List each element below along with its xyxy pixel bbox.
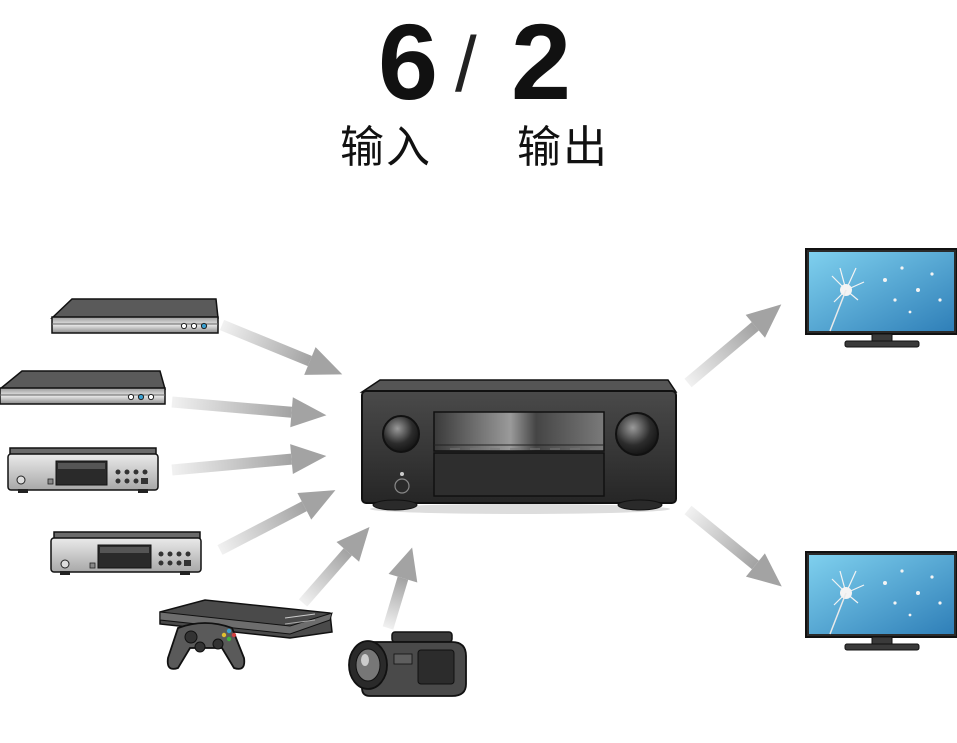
arrow-tv-bottom <box>684 505 782 587</box>
input-arrows <box>171 319 418 630</box>
tv-icon <box>805 248 957 348</box>
outputs-count: 2 <box>511 1 572 122</box>
arrow-cd <box>171 444 327 476</box>
av-receiver-icon <box>359 379 678 514</box>
game-console-icon <box>159 599 333 670</box>
arrow-camcorder <box>382 547 418 630</box>
inputs-count: 6 <box>378 1 439 122</box>
divider-slash: / <box>455 20 477 108</box>
arrow-tv-top <box>684 304 782 388</box>
camcorder-icon <box>348 631 467 697</box>
bluray-player-icon <box>50 298 219 334</box>
arrow-media <box>217 490 336 555</box>
tv-icon <box>805 551 957 651</box>
output-arrows <box>684 304 782 587</box>
arrow-dvd <box>171 396 327 428</box>
inputs-label: 输入 <box>340 122 432 173</box>
arrow-console <box>298 527 370 607</box>
outputs-label: 输出 <box>517 122 609 173</box>
media-player-icon <box>50 531 202 575</box>
dvd-player-icon <box>0 370 166 405</box>
cd-player-icon <box>7 447 159 493</box>
arrow-bluray <box>219 319 343 375</box>
